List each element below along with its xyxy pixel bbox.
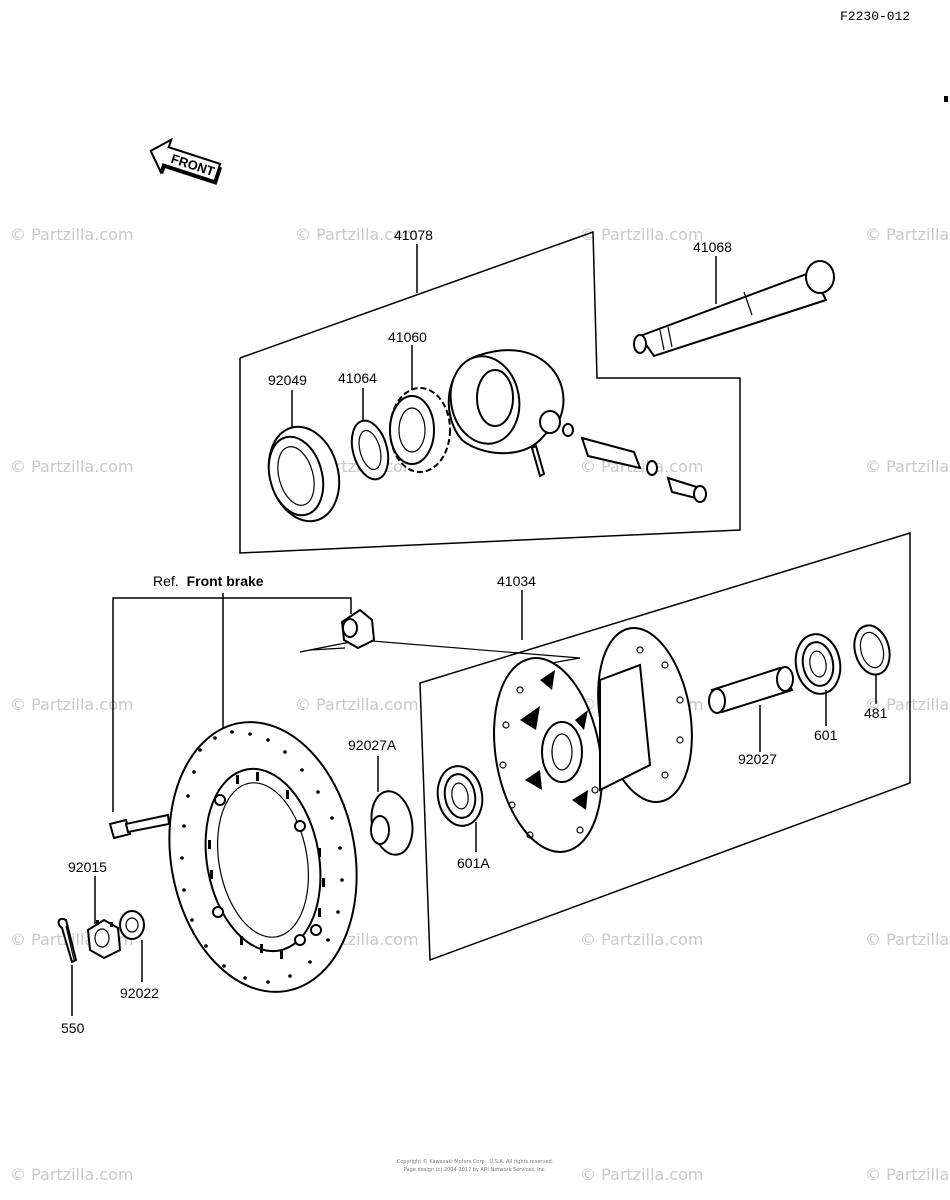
- part-label-550: 550: [61, 1020, 85, 1036]
- part-label-41078: 41078: [394, 227, 433, 243]
- part-collar-92027A: [370, 790, 414, 856]
- watermark: © Partzilla.com: [580, 930, 703, 949]
- watermark: © Partzilla.com: [580, 1165, 703, 1184]
- part-axle-41068: [633, 260, 835, 358]
- part-retainer-41064: [350, 419, 390, 481]
- watermark: © Partzilla.com: [865, 930, 950, 949]
- part-pinion-and-fitting: [580, 436, 707, 503]
- part-seal-92049: [267, 425, 341, 523]
- watermark: © Partzilla.com: [295, 225, 418, 244]
- watermark: © Partzilla.com: [580, 457, 703, 476]
- part-gear-41060: [389, 387, 451, 473]
- part-spacer-92027: [708, 666, 794, 714]
- disc-slots: [208, 772, 325, 959]
- disc-drill-holes: [180, 730, 344, 984]
- ref-front-brake-label: Ref. Front brake: [153, 573, 264, 589]
- part-label-41034: 41034: [497, 573, 536, 589]
- part-brake-disc: [168, 721, 358, 993]
- watermark: © Partzilla.com: [865, 1165, 950, 1184]
- watermark: © Partzilla.com: [10, 225, 133, 244]
- leader-ref-bracket: [112, 597, 352, 812]
- part-label-41064: 41064: [338, 370, 377, 386]
- watermark: © Partzilla.com: [580, 225, 703, 244]
- ref-bold-text: Front brake: [187, 573, 264, 589]
- watermark: © Partzilla.com: [10, 457, 133, 476]
- part-bearing-601A: [436, 765, 484, 827]
- part-castle-nut-92015: [86, 918, 122, 960]
- part-label-41068: 41068: [693, 239, 732, 255]
- watermark: © Partzilla.com: [295, 695, 418, 714]
- watermark: © Partzilla.com: [865, 695, 950, 714]
- part-washer-92022: [119, 910, 145, 940]
- part-gearbox-housing: [447, 349, 574, 478]
- copyright-line-1: Copyright © Kawasaki Motors Corp., U.S.A…: [397, 1158, 554, 1165]
- part-front-hub: [493, 626, 693, 853]
- part-label-92027: 92027: [738, 751, 777, 767]
- part-disc-bolt: [108, 813, 171, 840]
- part-label-601A: 601A: [457, 855, 490, 871]
- edge-mark: [944, 96, 948, 102]
- watermark: © Partzilla.com: [10, 695, 133, 714]
- diagram-code: F2230-012: [840, 9, 910, 24]
- part-label-92027A: 92027A: [348, 737, 397, 753]
- part-label-92022: 92022: [120, 985, 159, 1001]
- ref-prefix: Ref.: [153, 573, 179, 589]
- lower-assembly-outline: [419, 531, 911, 962]
- part-label-92049: 92049: [268, 372, 307, 388]
- part-label-601: 601: [814, 727, 838, 743]
- part-cotter-pin-550: [57, 918, 78, 964]
- part-bearing-601: [794, 633, 842, 695]
- part-flange-nut: [340, 608, 376, 650]
- hub-guide-lines: [299, 639, 581, 666]
- front-arrow: FRONT: [149, 137, 223, 185]
- watermark: © Partzilla.com: [10, 1165, 133, 1184]
- part-label-41060: 41060: [388, 329, 427, 345]
- hub-bolt-holes: [499, 646, 684, 839]
- part-circlip-481: [853, 624, 891, 676]
- copyright-line-2: Page design (c) 2004-2017 by ARI Network…: [404, 1167, 547, 1173]
- upper-assembly-outline: [239, 230, 741, 554]
- watermark: © Partzilla.com: [865, 457, 950, 476]
- watermark: © Partzilla.com: [865, 225, 950, 244]
- disc-bolt-holes: [212, 794, 322, 946]
- hub-guide-line-2: [309, 647, 346, 651]
- part-label-481: 481: [864, 705, 888, 721]
- part-label-92015: 92015: [68, 859, 107, 875]
